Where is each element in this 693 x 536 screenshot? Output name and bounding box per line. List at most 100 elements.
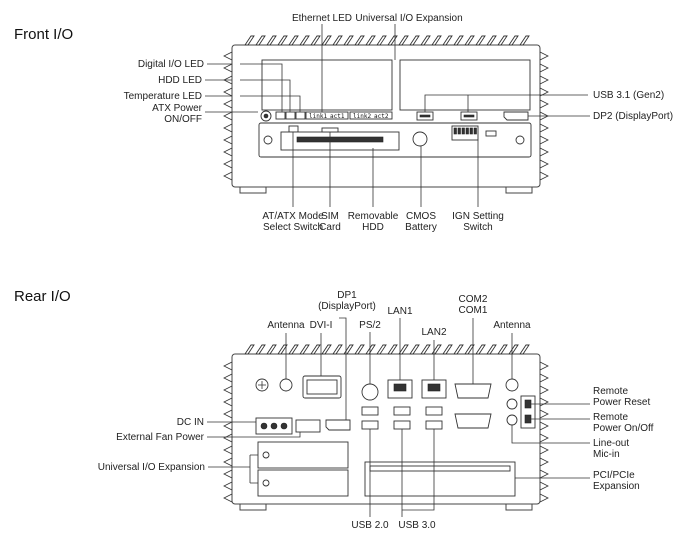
label-temperature-led: Temperature LED <box>123 91 202 102</box>
heatsink-fin <box>539 397 549 407</box>
heatsink-fin <box>539 445 549 455</box>
temperature-led <box>295 111 306 120</box>
heatsink-fin <box>223 457 233 467</box>
label-dp1-line2: (DisplayPort) <box>318 301 376 312</box>
heatsink-fin <box>223 99 233 109</box>
heatsink-fin <box>223 481 233 491</box>
dc-pin-2 <box>270 422 278 430</box>
heatsink-fin <box>539 457 549 467</box>
com2-port <box>454 383 492 399</box>
dp2-port <box>503 111 529 121</box>
usb-icon <box>419 114 431 118</box>
heatsink-fin <box>223 123 233 133</box>
heatsink-fin <box>223 445 233 455</box>
front-screw-right <box>515 135 525 145</box>
ps2-port <box>361 383 379 401</box>
heatsink-fin <box>539 421 549 431</box>
heatsink-fin <box>539 63 549 73</box>
heatsink-fin <box>420 344 431 355</box>
rear-foot-left <box>239 503 267 511</box>
label-com2: COM2 <box>458 294 488 305</box>
heatsink-fin <box>223 361 233 371</box>
heatsink-fin <box>266 35 277 46</box>
antenna-right-port <box>505 378 519 392</box>
com1-port <box>454 413 492 429</box>
rear-chassis <box>223 344 549 511</box>
heatsink-fin <box>486 344 497 355</box>
heatsink-fin <box>442 344 453 355</box>
label-hdd-led: HDD LED <box>158 75 202 86</box>
front-io-title: Front I/O <box>14 26 74 43</box>
rear-universal-io-slot-1 <box>257 441 349 469</box>
label-dp1: DP1 (DisplayPort) <box>312 290 382 312</box>
remote-power-onoff[interactable] <box>524 414 532 424</box>
heatsink-fin <box>255 35 266 46</box>
label-sim-line2: Card <box>319 222 341 233</box>
label-at-atx: AT/ATX Mode Select Switch <box>238 211 348 233</box>
label-sim-line1: SIM <box>321 211 339 222</box>
label-fan-power: External Fan Power <box>116 432 204 443</box>
heatsink-fin <box>223 385 233 395</box>
heatsink-fin <box>354 344 365 355</box>
usb20-port-1 <box>361 406 379 416</box>
heatsink-fin <box>255 344 266 355</box>
digital-io-led <box>275 111 286 120</box>
label-dp2: DP2 (DisplayPort) <box>593 111 674 122</box>
sim-card-slot[interactable] <box>321 127 339 133</box>
slot-act1: act1 <box>330 113 345 120</box>
heatsink-fin <box>539 433 549 443</box>
label-audio: Line-out Mic-in <box>593 438 629 460</box>
heatsink-fin <box>519 35 530 46</box>
rear-universal-io-slot-2 <box>257 469 349 497</box>
label-dc-in: DC IN <box>176 417 204 428</box>
label-digital-io-led: Digital I/O LED <box>137 59 204 70</box>
heatsink-fin <box>223 469 233 479</box>
heatsink-fin <box>223 87 233 97</box>
label-remote-reset-line2: Power Reset <box>593 397 651 408</box>
slot-act2: act2 <box>374 113 389 120</box>
heatsink-fin <box>539 159 549 169</box>
heatsink-fin <box>299 344 310 355</box>
heatsink-fin <box>508 35 519 46</box>
label-at-atx-line1: AT/ATX Mode <box>262 211 324 222</box>
heatsink-fin <box>539 409 549 419</box>
usb20-port-2 <box>361 420 379 430</box>
label-com: COM2 COM1 <box>448 294 498 316</box>
label-usb30: USB 3.0 <box>398 520 436 531</box>
heatsink-fin <box>332 35 343 46</box>
dip-pin <box>457 127 461 135</box>
usb30-port-3 <box>425 406 443 416</box>
antenna-left-port <box>279 378 293 392</box>
label-usb20: USB 2.0 <box>351 520 389 531</box>
rear-leader-lines <box>207 317 590 517</box>
heatsink-fin <box>539 75 549 85</box>
label-usb31: USB 3.1 (Gen2) <box>593 90 665 101</box>
label-ign: IGN Setting Switch <box>443 211 513 233</box>
heatsink-fin <box>539 51 549 61</box>
pci-bracket-lip <box>369 465 511 472</box>
label-cmos-line2: Battery <box>405 222 437 233</box>
heatsink-fin <box>310 344 321 355</box>
heatsink-fin <box>277 35 288 46</box>
heatsink-fin <box>497 35 508 46</box>
at-atx-switch[interactable] <box>288 125 299 133</box>
cmos-battery <box>412 131 428 147</box>
dip-pin <box>461 127 465 135</box>
slot-link1: link1 <box>309 113 327 120</box>
label-cmos: CMOS Battery <box>396 211 446 233</box>
heatsink-fin <box>398 35 409 46</box>
label-lan1: LAN1 <box>387 306 413 317</box>
label-line-out: Line-out <box>593 438 630 449</box>
usb30-port-2 <box>393 420 411 430</box>
dip-pin <box>469 127 473 135</box>
heatsink-fin <box>223 111 233 121</box>
heatsink-fin <box>376 35 387 46</box>
leader-usb31 <box>424 94 588 112</box>
heatsink-fin <box>277 344 288 355</box>
power-icon <box>263 113 269 119</box>
heatsink-fin <box>539 135 549 145</box>
usb30-port-1 <box>393 406 411 416</box>
usb-icon <box>463 114 475 118</box>
front-foot-left <box>239 186 267 194</box>
remote-power-reset[interactable] <box>524 399 532 409</box>
